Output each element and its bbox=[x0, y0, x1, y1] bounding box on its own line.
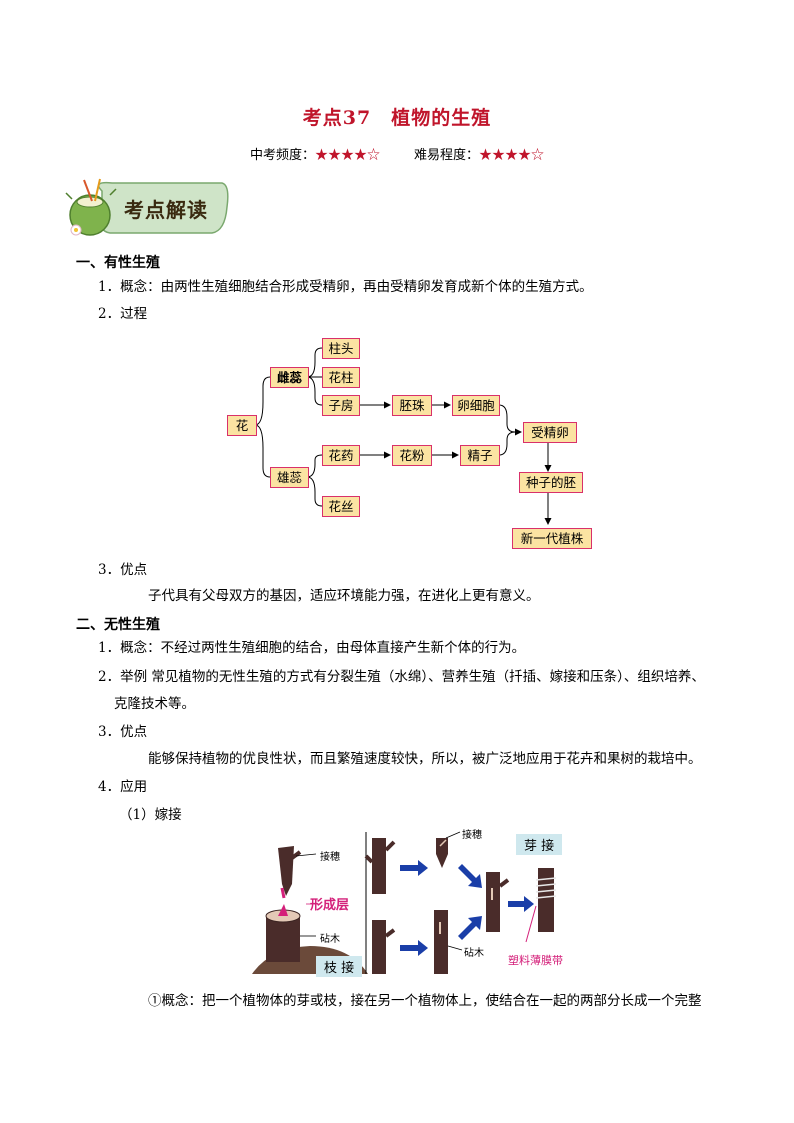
label-jiesui-mid: 接穗 bbox=[462, 830, 482, 841]
section2-item4: 4．应用 bbox=[98, 779, 148, 795]
flow-xinyidai: 新一代植株 bbox=[512, 528, 592, 549]
flow-zhutou: 柱头 bbox=[322, 338, 360, 359]
section2-heading: 二、无性生殖 bbox=[76, 617, 160, 633]
tag-zhijie: 枝 接 bbox=[316, 956, 363, 977]
section2-item2a: 2．举例 常见植物的无性生殖的方式有分裂生殖（水绵）、营养生殖（扦插、嫁接和压条… bbox=[98, 669, 705, 685]
flow-huazhu: 花柱 bbox=[322, 367, 360, 388]
difficulty-label: 难易程度： bbox=[414, 148, 480, 163]
frequency-line: 中考频度：★★★★☆难易程度：★★★★☆ bbox=[0, 144, 794, 163]
flow-shoujingluan: 受精卵 bbox=[523, 422, 577, 443]
label-xingchengceng: 形成层 bbox=[310, 898, 350, 913]
flow-jingzi: 精子 bbox=[460, 445, 500, 466]
flow-hua: 花 bbox=[227, 415, 257, 436]
section2-item2b: 克隆技术等。 bbox=[114, 696, 195, 712]
section1-item3-text: 子代具有父母双方的基因，适应环境能力强，在进化上更有意义。 bbox=[148, 588, 540, 604]
frequency-stars: ★★★★☆ bbox=[314, 148, 380, 163]
section1-item1: 1．概念：由两性生殖细胞结合形成受精卵，再由受精卵发育成新个体的生殖方式。 bbox=[98, 279, 593, 295]
grafting-figure: 接穗 形成层 砧木 枝 接 接穗 芽 接 砧木 塑料薄膜带 bbox=[250, 828, 590, 978]
flow-zhongzipei: 种子的胚 bbox=[519, 472, 583, 493]
section2-item3-text: 能够保持植物的优良性状，而且繁殖速度较快，所以，被广泛地应用于花卉和果树的栽培中… bbox=[148, 751, 702, 767]
section-banner: 考点解读 bbox=[62, 177, 232, 241]
section2-sub1: （1）嫁接 bbox=[119, 807, 182, 823]
flow-peizhu: 胚珠 bbox=[392, 395, 432, 416]
section2-item3: 3．优点 bbox=[98, 724, 148, 740]
flow-connectors bbox=[254, 347, 552, 525]
section1-item2: 2．过程 bbox=[98, 306, 148, 322]
section2-item1: 1．概念：不经过两性生殖细胞的结合，由母体直接产生新个体的行为。 bbox=[98, 640, 526, 656]
section2-concept: ①概念：把一个植物体的芽或枝，接在另一个植物体上，使结合在一起的两部分长成一个完… bbox=[148, 993, 702, 1009]
frequency-label: 中考频度： bbox=[249, 148, 315, 163]
flow-cixin: 雌蕊 bbox=[270, 367, 309, 388]
coconut-drink-icon bbox=[65, 178, 229, 236]
label-jiesui-left: 接穗 bbox=[320, 852, 340, 863]
flow-xiongxin: 雄蕊 bbox=[270, 467, 309, 488]
label-suliao: 塑料薄膜带 bbox=[508, 954, 563, 967]
label-zhenmu-left: 砧木 bbox=[320, 934, 340, 945]
flow-luanxibao: 卵细胞 bbox=[452, 395, 500, 416]
sexual-reproduction-flow: 花 雌蕊 雄蕊 柱头 花柱 子房 花药 花丝 胚珠 卵细胞 花粉 精子 受精卵 … bbox=[225, 332, 625, 557]
section1-item3: 3．优点 bbox=[98, 562, 148, 578]
flow-huasi: 花丝 bbox=[322, 496, 360, 517]
flow-huafen: 花粉 bbox=[392, 445, 432, 466]
banner-text: 考点解读 bbox=[124, 198, 208, 222]
section1-heading: 一、有性生殖 bbox=[76, 255, 160, 271]
label-zhenmu-mid: 砧木 bbox=[464, 948, 484, 959]
tag-yajie: 芽 接 bbox=[516, 834, 563, 855]
page-title: 考点37 植物的生殖 bbox=[302, 107, 492, 129]
flow-huayao: 花药 bbox=[322, 445, 360, 466]
flow-zifang: 子房 bbox=[322, 395, 360, 416]
difficulty-stars: ★★★★☆ bbox=[479, 148, 545, 163]
